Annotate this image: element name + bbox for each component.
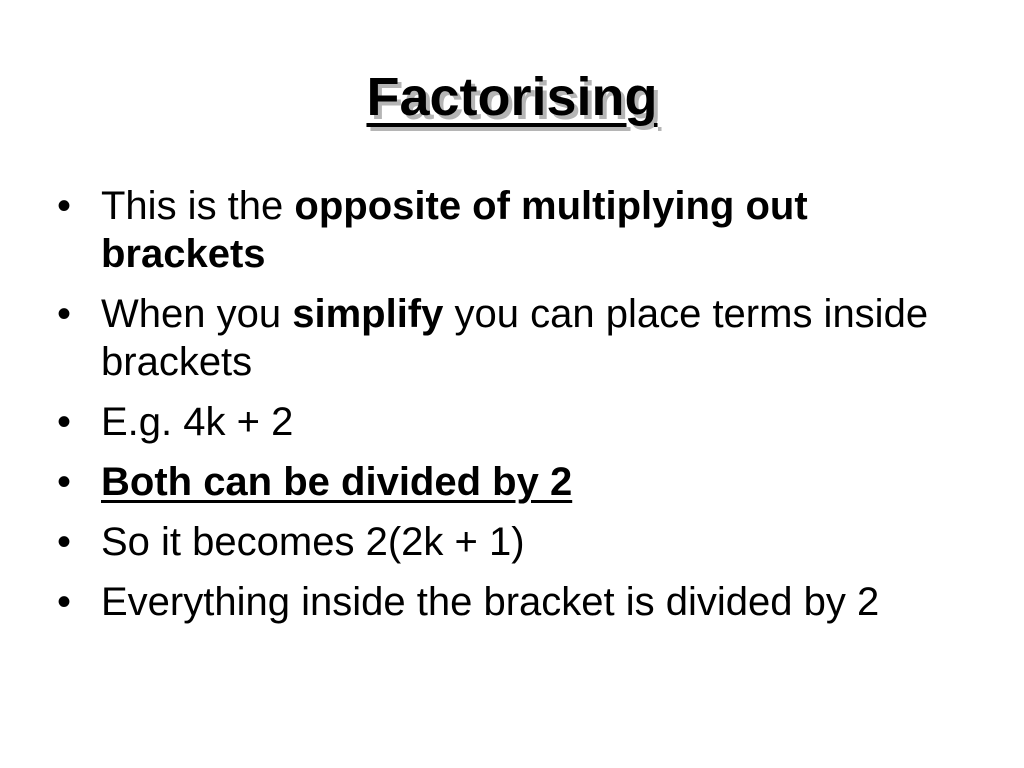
slide-title: Factorising <box>0 62 1024 132</box>
bullet-marker: • <box>57 580 72 624</box>
bullet-text-normal: E.g. 4k + 2 <box>101 400 294 444</box>
bullet-text-normal: When you <box>101 292 293 336</box>
bullet-item: • When you simplify you can place terms … <box>57 290 962 386</box>
bullet-marker: • <box>57 400 72 444</box>
bullet-marker: • <box>57 520 72 564</box>
bullet-text-normal: So it becomes 2(2k + 1) <box>101 520 525 564</box>
bullet-item: • Both can be divided by 2 <box>57 458 962 506</box>
bullet-item: • So it becomes 2(2k + 1) <box>57 518 962 566</box>
slide-title-text: Factorising <box>366 67 658 127</box>
bullet-text-normal: Everything inside the bracket is divided… <box>101 580 880 624</box>
bullet-text-bold: opposite of multiplying out brackets <box>101 184 808 276</box>
bullet-item: • This is the opposite of multiplying ou… <box>57 182 962 278</box>
bullet-item: • Everything inside the bracket is divid… <box>57 578 962 626</box>
bullet-text-bold-underline: Both can be divided by 2 <box>101 460 573 504</box>
bullet-list: • This is the opposite of multiplying ou… <box>57 182 962 638</box>
bullet-marker: • <box>57 292 72 336</box>
bullet-item: • E.g. 4k + 2 <box>57 398 962 446</box>
bullet-marker: • <box>57 460 72 504</box>
bullet-text-normal: you can place terms inside brackets <box>101 292 929 384</box>
bullet-marker: • <box>57 184 72 228</box>
bullet-text-bold: simplify <box>292 292 444 336</box>
bullet-text-normal: This is the <box>101 184 295 228</box>
